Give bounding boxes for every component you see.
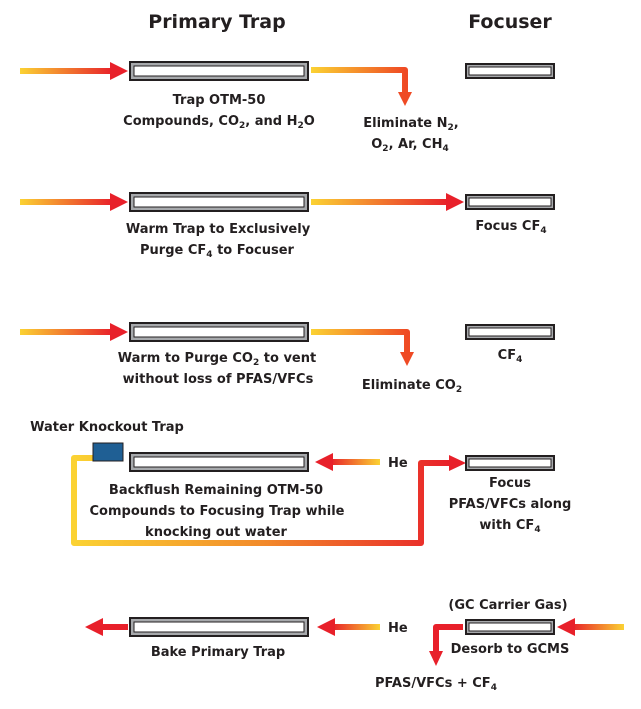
- header-focuser: Focuser: [468, 11, 552, 33]
- trap-label-line1: Trap OTM-50: [173, 93, 266, 108]
- bake-label: Bake Primary Trap: [151, 645, 285, 660]
- vent-arrow-head: [398, 92, 412, 106]
- focuser-trap: [465, 324, 555, 340]
- focuser-trap: [465, 63, 555, 79]
- trap-label-line2: Compounds, CO2, and H2O: [123, 114, 315, 131]
- step2-label-line2: Purge CF4 to Focuser: [140, 243, 295, 260]
- primary-trap: [129, 452, 309, 472]
- step-2: Warm Trap to Exclusively Purge CF4 to Fo…: [20, 192, 555, 260]
- backflush-loop: [71, 455, 452, 546]
- transfer-arrow-shaft: [311, 199, 449, 205]
- step4-label-line1: Backflush Remaining OTM-50: [109, 483, 323, 498]
- he-label: He: [388, 621, 408, 636]
- cf4-label: CF4: [498, 348, 523, 365]
- carrier-arrow-head: [557, 618, 575, 636]
- vent-arrow-head: [400, 352, 414, 366]
- step-5: (GC Carrier Gas) He Bake Primary Trap De…: [85, 598, 624, 693]
- carrier-arrow-shaft: [572, 624, 624, 630]
- desorb-arrow-head: [429, 651, 443, 666]
- primary-trap: [129, 61, 309, 81]
- transfer-arrow-head: [446, 193, 464, 211]
- step-4: Water Knockout Trap He Backflush Remaini…: [30, 420, 572, 546]
- step3-label-line2: without loss of PFAS/VFCs: [123, 372, 314, 387]
- focuser-trap: [465, 194, 555, 210]
- inlet-arrow-head: [110, 193, 128, 211]
- header-primary-trap: Primary Trap: [148, 11, 285, 33]
- primary-trap: [129, 617, 309, 637]
- step3-label-line1: Warm to Purge CO2 to vent: [118, 351, 316, 368]
- step-3: Warm to Purge CO2 to vent without loss o…: [20, 322, 555, 395]
- vent-arrow-line: [311, 67, 408, 96]
- he-arrow-head: [315, 453, 333, 471]
- eliminate-co2-label: Eliminate CO2: [362, 378, 462, 395]
- water-knockout-trap: [92, 442, 124, 462]
- step-1: Trap OTM-50 Compounds, CO2, and H2O Elim…: [20, 61, 555, 154]
- focuser-trap: [465, 619, 555, 635]
- carrier-gas-label: (GC Carrier Gas): [448, 598, 567, 613]
- he-arrow-shaft: [330, 459, 380, 465]
- he-arrow-shaft: [332, 624, 380, 630]
- eliminate-label-line1: Eliminate N2,: [363, 116, 458, 133]
- he-arrow-head: [317, 618, 335, 636]
- eliminate-label-line2: O2, Ar, CH4: [371, 137, 449, 154]
- inlet-arrow-head: [110, 62, 128, 80]
- inlet-arrow-shaft: [20, 329, 113, 335]
- inlet-arrow-shaft: [20, 68, 113, 74]
- primary-trap: [129, 192, 309, 212]
- result-label: PFAS/VFCs + CF4: [375, 676, 497, 693]
- bake-arrow-shaft: [100, 624, 128, 630]
- focus-label-line2: PFAS/VFCs along: [449, 497, 572, 512]
- step4-label-line3: knocking out water: [145, 525, 287, 540]
- step4-label-line2: Compounds to Focusing Trap while: [90, 504, 345, 519]
- inlet-arrow-shaft: [20, 199, 113, 205]
- water-knockout-label: Water Knockout Trap: [30, 420, 184, 435]
- focuser-inlet-arrow-head: [449, 455, 466, 471]
- focuser-trap: [465, 455, 555, 471]
- desorb-arrow-line: [433, 624, 463, 655]
- he-label: He: [388, 456, 408, 471]
- focus-label-line3: with CF4: [479, 518, 540, 535]
- inlet-arrow-head: [110, 323, 128, 341]
- primary-trap: [129, 322, 309, 342]
- bake-arrow-head: [85, 618, 103, 636]
- step2-label-line1: Warm Trap to Exclusively: [126, 222, 311, 237]
- focus-label-line1: Focus: [489, 476, 531, 491]
- vent-arrow-line: [311, 329, 410, 356]
- focus-cf4-label: Focus CF4: [475, 219, 546, 236]
- desorb-label: Desorb to GCMS: [451, 642, 570, 657]
